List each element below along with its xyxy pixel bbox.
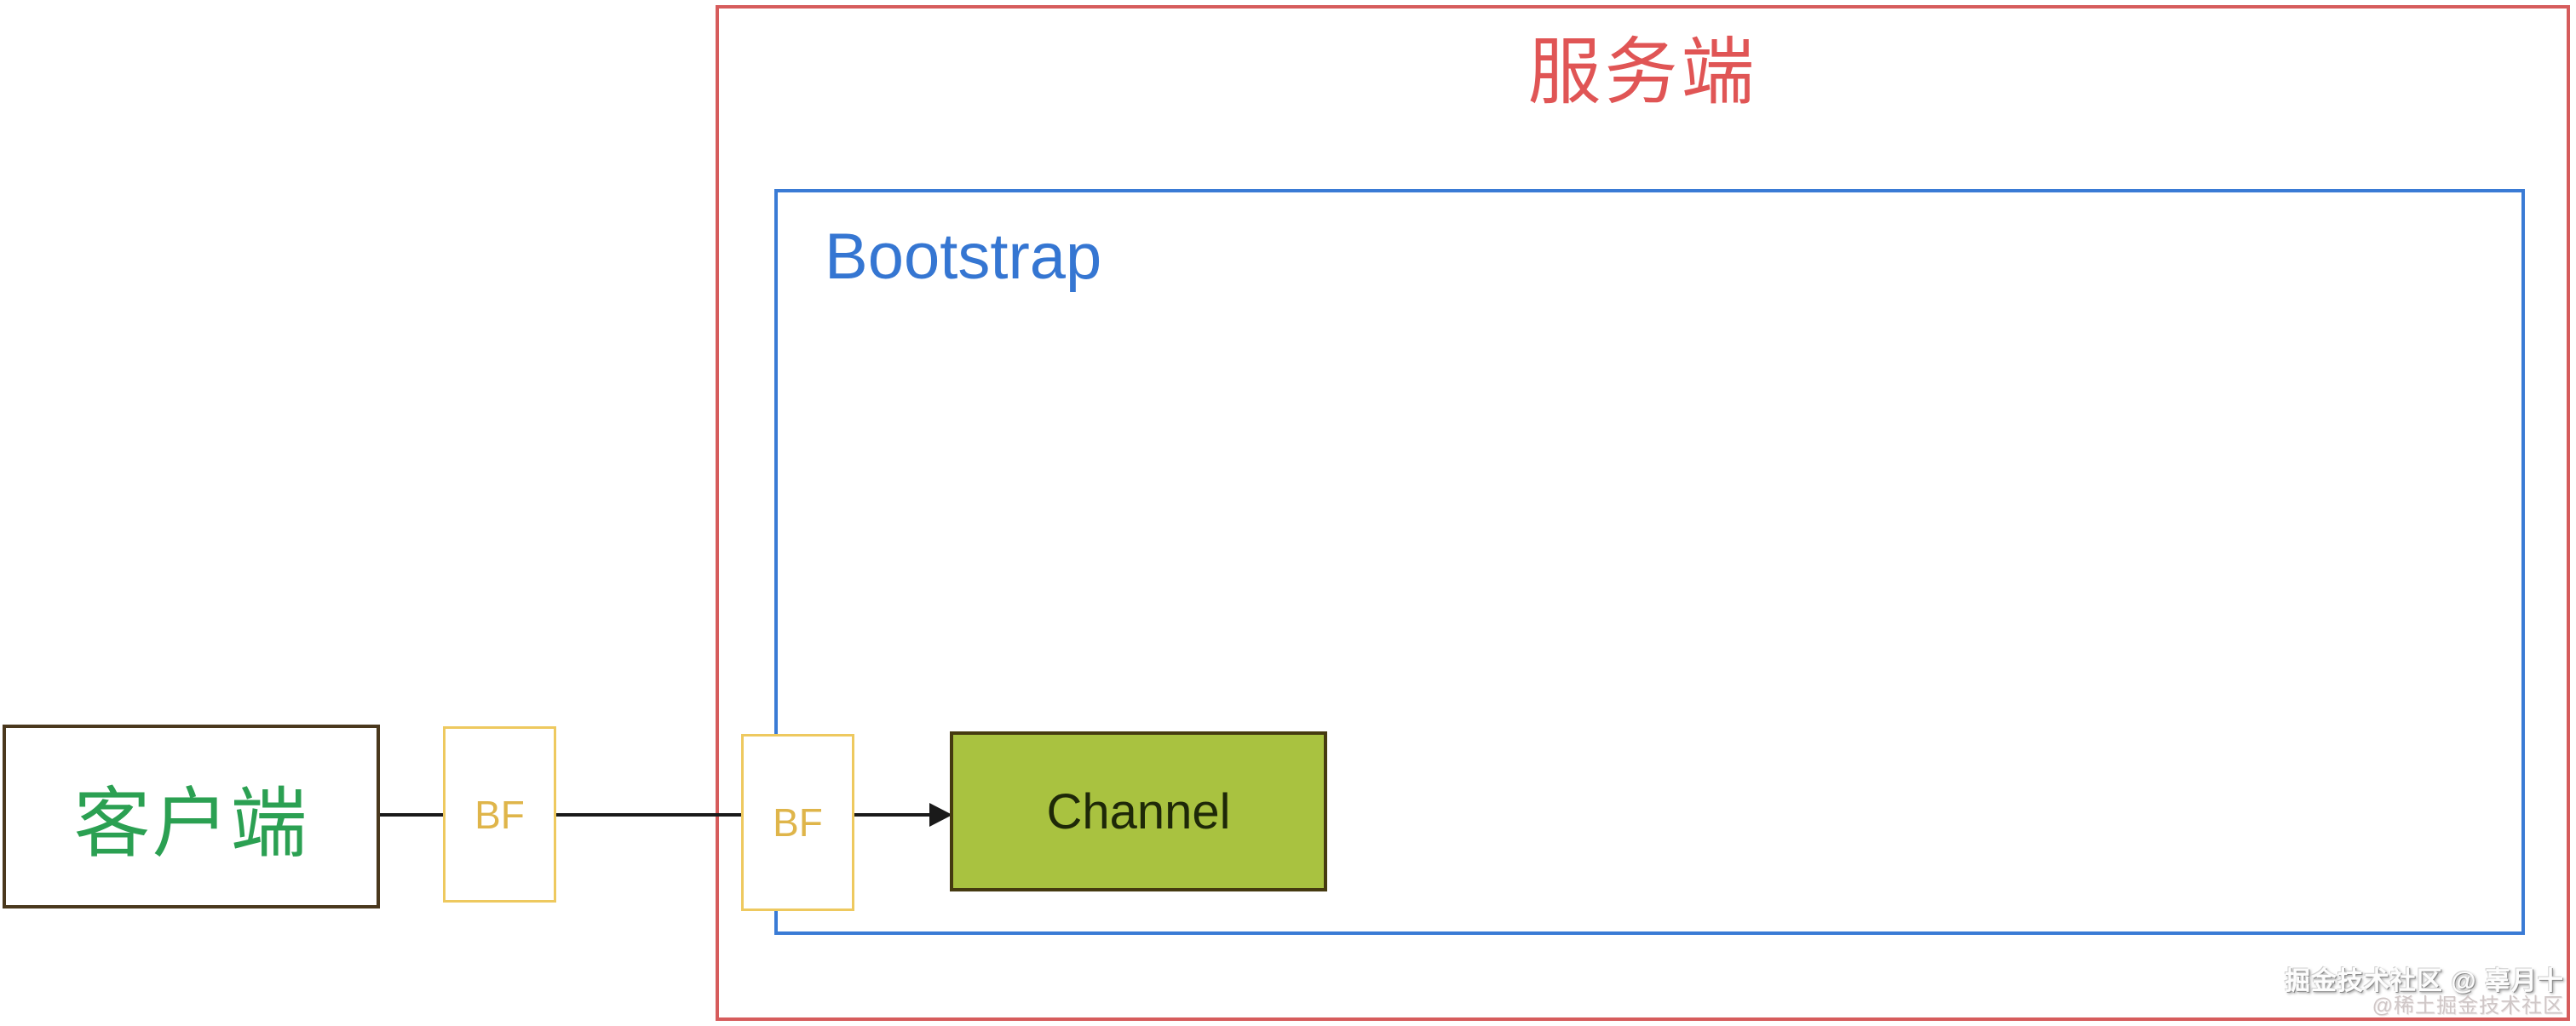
connector-bf-to-channel xyxy=(853,813,931,817)
bootstrap-label: Bootstrap xyxy=(825,221,1102,293)
client-label: 客户端 xyxy=(73,782,309,867)
bf-label: BF xyxy=(773,800,823,845)
channel-node: Channel xyxy=(950,731,1327,891)
watermark: 掘金技术社区 @ 辜月十 @稀土掘金技术社区 xyxy=(2285,967,2564,1017)
connector-client-to-bf xyxy=(380,813,445,817)
channel-label: Channel xyxy=(1046,783,1231,840)
arrowhead-icon xyxy=(929,803,952,827)
watermark-community-name: @稀土掘金技术社区 xyxy=(2372,994,2564,1017)
bf-node-server-side: BF xyxy=(741,734,854,911)
watermark-community-author: 掘金技术社区 @ 辜月十 xyxy=(2285,967,2564,995)
server-container-box xyxy=(716,5,2570,1021)
bf-label: BF xyxy=(474,792,525,837)
bf-node-client-side: BF xyxy=(443,726,556,903)
bootstrap-container-box xyxy=(774,189,2525,935)
connector-bf-to-bf xyxy=(555,813,743,817)
client-node: 客户端 xyxy=(3,725,380,908)
server-label: 服务端 xyxy=(1527,32,1758,113)
